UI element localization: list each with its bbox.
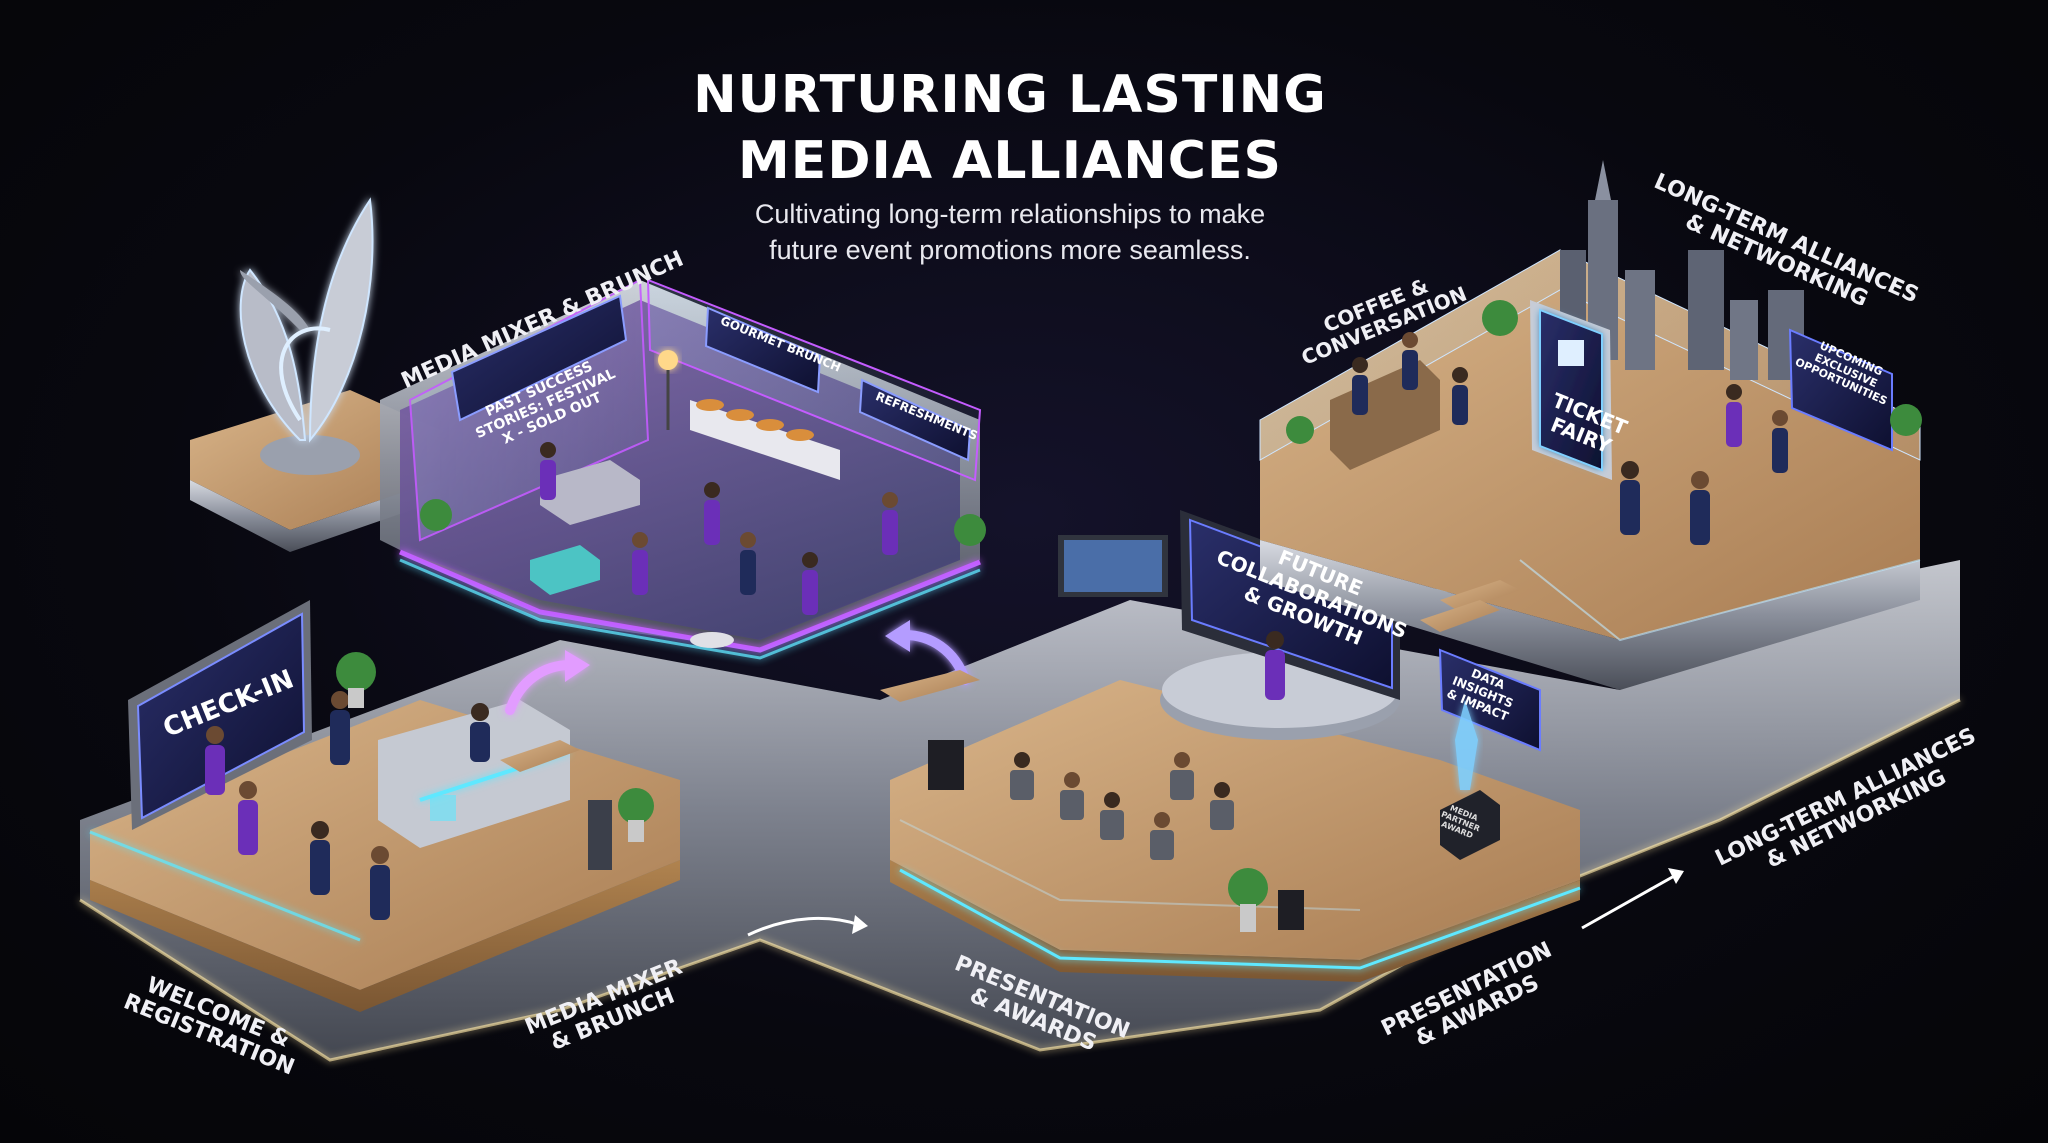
food-trays: [696, 399, 814, 441]
camera-crew: [205, 691, 490, 920]
plant: [1228, 868, 1268, 932]
ticket-logo-icon: [430, 795, 456, 821]
plant: [954, 514, 986, 546]
ribbon-sculpture-icon: [239, 197, 374, 443]
presenter: [1265, 631, 1285, 700]
sculpture-pedestal: [190, 197, 440, 552]
plant: [618, 788, 654, 842]
title-line-1: NURTURING LASTING: [693, 65, 1327, 125]
audience-seats: [1010, 752, 1234, 860]
speaker: [928, 740, 964, 790]
plant: [336, 652, 376, 708]
plant: [420, 499, 452, 531]
stairs: [880, 670, 980, 702]
stairs: [500, 740, 580, 772]
subtitle-line-1: Cultivating long-term relationships to m…: [754, 199, 1266, 229]
speaker: [1278, 890, 1304, 930]
plant: [1286, 416, 1314, 444]
page-title: NURTURING LASTING MEDIA ALLIANCES: [560, 62, 1460, 194]
welcome-registration-zone: [89, 600, 680, 1012]
presentation-awards-zone: [890, 510, 1581, 982]
cafe-table: [690, 632, 734, 648]
kiosk: [588, 800, 612, 870]
ticket-logo-icon: [1558, 340, 1584, 366]
title-line-2: MEDIA ALLIANCES: [738, 131, 1282, 191]
alliances-rooftop-zone: [1259, 160, 1922, 690]
flow-arrow-icon: [1581, 868, 1684, 930]
networking-guests: [1352, 332, 1788, 545]
flow-arrow-icon: [505, 650, 590, 715]
page-subtitle: Cultivating long-term relationships to m…: [600, 196, 1420, 268]
plant: [1890, 404, 1922, 436]
plant: [1482, 300, 1518, 336]
subtitle-line-2: future event promotions more seamless.: [769, 235, 1251, 265]
city-skyline-icon: [1560, 160, 1804, 380]
media-mixer-zone: [380, 278, 986, 660]
mixer-guests: [540, 442, 898, 615]
flow-arrow-icon: [747, 915, 868, 937]
